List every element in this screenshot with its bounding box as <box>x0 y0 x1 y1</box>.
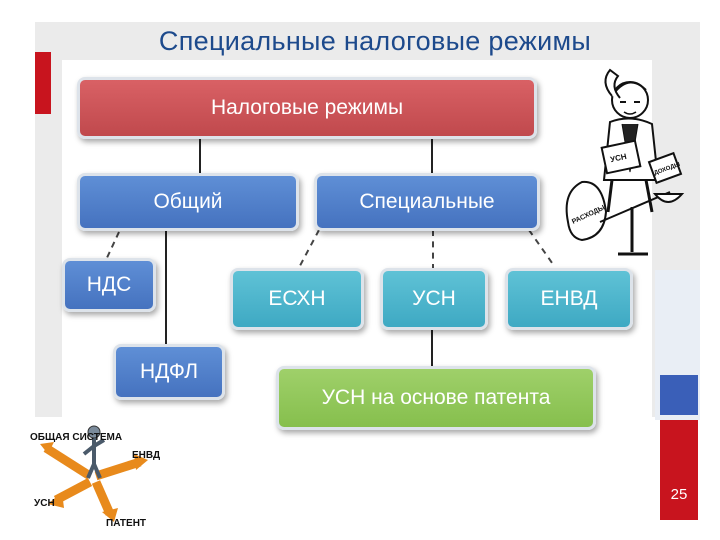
node-general: Общий <box>77 173 299 231</box>
slide-title: Специальные налоговые режимы <box>158 26 592 56</box>
node-ndfl: НДФЛ <box>113 344 225 400</box>
node-eshn: ЕСХН <box>230 268 364 330</box>
logo-label-patent: ПАТЕНТ <box>106 518 146 529</box>
connector-special-usn <box>432 230 434 270</box>
node-tax-regimes: Налоговые режимы <box>77 77 537 139</box>
logo-label-envd: ЕНВД <box>132 450 160 461</box>
logo-label-general: ОБЩАЯ СИСТЕМА <box>30 432 122 443</box>
book-label: УСН <box>609 152 627 164</box>
connector-root-special <box>431 138 433 174</box>
accountant-cartoon-illustration: УСН ДОХОДЫ РАСХОДЫ <box>565 68 685 256</box>
node-envd: ЕНВД <box>505 268 633 330</box>
node-usn-patent: УСН на основе патента <box>276 366 596 430</box>
connector-root-general <box>199 138 201 174</box>
crossroads-logo: ОБЩАЯ СИСТЕМА ЕНВД УСН ПАТЕНТ <box>30 425 160 529</box>
node-nds: НДС <box>62 258 156 312</box>
logo-label-usn: УСН <box>34 498 55 509</box>
node-special: Специальные <box>314 173 540 231</box>
connector-general-ndfl <box>165 230 167 348</box>
node-usn: УСН <box>380 268 488 330</box>
red-accent-bar <box>35 52 51 114</box>
blue-accent-block <box>660 375 698 415</box>
red-accent-block <box>660 420 698 520</box>
connector-special-usn-patent <box>431 330 433 370</box>
page-number: 25 <box>670 486 688 503</box>
